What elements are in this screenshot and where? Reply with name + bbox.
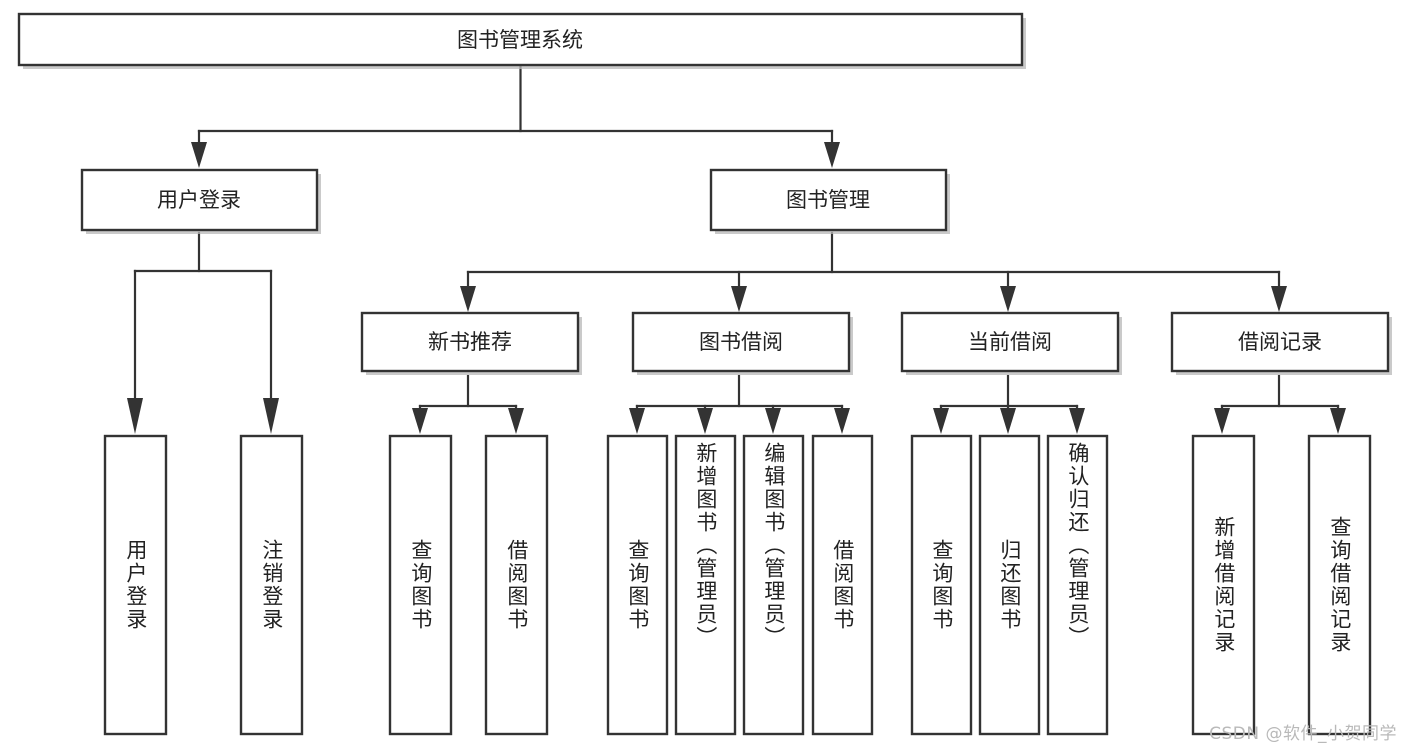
arrow-bm-to-newbook xyxy=(460,286,476,312)
arrow-bm-to-borrowrecord xyxy=(1271,286,1287,312)
node-root-rect xyxy=(17,12,1024,67)
leaf-node-book-borrow-4[interactable] xyxy=(811,434,874,736)
arrow-br-leaf-2 xyxy=(1330,408,1346,434)
node-book-manage-label: 图书管理 xyxy=(786,188,870,212)
arrow-root-to-userlogin xyxy=(191,142,207,168)
node-book-borrow-rect xyxy=(631,311,851,373)
node-root-label: 图书管理系统 xyxy=(457,28,583,52)
arrow-bm-to-bookborrow xyxy=(731,286,747,312)
node-user-login[interactable]: 用户登录 xyxy=(80,168,321,234)
node-new-book-rect xyxy=(360,311,580,373)
leaf-book-borrow-4-rect xyxy=(811,434,874,736)
leaf-new-book-2-rect xyxy=(484,434,549,736)
leaf-current-borrow-3-rect xyxy=(1046,434,1109,736)
arrow-userlogin-leaf-1 xyxy=(127,398,143,434)
node-user-login-rect xyxy=(80,168,319,232)
leaf-current-borrow-2-rect xyxy=(978,434,1041,736)
arrow-bm-to-currentborrow xyxy=(1000,286,1016,312)
leaf-user-login-1-rect xyxy=(103,434,168,736)
leaf-borrow-record-1-rect xyxy=(1191,434,1256,736)
node-book-borrow-label: 图书借阅 xyxy=(699,330,783,354)
node-current-borrow-rect xyxy=(900,311,1120,373)
arrow-cb-leaf-1 xyxy=(933,408,949,434)
node-root[interactable]: 图书管理系统 xyxy=(17,12,1026,69)
node-current-borrow-label: 当前借阅 xyxy=(968,330,1052,354)
connector-group-bookmanage xyxy=(460,231,1287,312)
leaf-node-book-borrow-3[interactable] xyxy=(742,434,805,736)
leaf-node-user-login-1[interactable] xyxy=(103,434,168,736)
arrow-bb-leaf-3 xyxy=(765,408,781,434)
node-borrow-record-rect xyxy=(1170,311,1390,373)
node-borrow-record[interactable]: 借阅记录 xyxy=(1170,311,1392,375)
arrow-nb-leaf-1 xyxy=(412,408,428,434)
leaf-node-book-borrow-2[interactable] xyxy=(674,434,737,736)
node-new-book-label: 新书推荐 xyxy=(428,330,512,354)
leaf-current-borrow-1-rect xyxy=(910,434,973,736)
leaf-node-borrow-record-2[interactable] xyxy=(1307,434,1372,736)
leaf-book-borrow-1-rect xyxy=(606,434,669,736)
csdn-watermark: CSDN @软件_小贺同学 xyxy=(1209,724,1397,744)
node-borrow-record-label: 借阅记录 xyxy=(1238,330,1322,354)
node-user-login-label: 用户登录 xyxy=(157,188,241,212)
arrow-userlogin-leaf-2 xyxy=(263,398,279,434)
node-book-borrow[interactable]: 图书借阅 xyxy=(631,311,853,375)
leaf-node-current-borrow-1[interactable] xyxy=(910,434,973,736)
node-book-manage-rect xyxy=(709,168,948,232)
connector-group-userlogin xyxy=(127,231,279,434)
leaf-node-new-book-2[interactable] xyxy=(484,434,549,736)
arrow-bb-leaf-4 xyxy=(834,408,850,434)
leaf-node-current-borrow-2[interactable] xyxy=(978,434,1041,736)
arrow-cb-leaf-3 xyxy=(1069,408,1085,434)
leaf-node-new-book-1[interactable] xyxy=(388,434,453,736)
node-current-borrow[interactable]: 当前借阅 xyxy=(900,311,1122,375)
connector-group-root xyxy=(191,64,840,168)
leaf-node-book-borrow-1[interactable] xyxy=(606,434,669,736)
leaf-node-borrow-record-1[interactable] xyxy=(1191,434,1256,736)
arrow-nb-leaf-2 xyxy=(508,408,524,434)
leaf-book-borrow-3-rect xyxy=(742,434,805,736)
leaf-new-book-1-rect xyxy=(388,434,453,736)
node-book-manage[interactable]: 图书管理 xyxy=(709,168,950,234)
arrow-bb-leaf-1 xyxy=(629,408,645,434)
arrow-bb-leaf-2 xyxy=(697,408,713,434)
leaf-node-user-login-2[interactable] xyxy=(239,434,304,736)
leaf-borrow-record-2-rect xyxy=(1307,434,1372,736)
leaf-node-current-borrow-3[interactable] xyxy=(1046,434,1109,736)
leaf-book-borrow-2-rect xyxy=(674,434,737,736)
leaf-user-login-2-rect xyxy=(239,434,304,736)
connector-group-newbook xyxy=(412,374,524,434)
arrow-br-leaf-1 xyxy=(1214,408,1230,434)
node-new-book-recommend[interactable]: 新书推荐 xyxy=(360,311,582,375)
connector-group-currentborrow xyxy=(933,374,1085,434)
connector-group-borrowrecord xyxy=(1214,374,1346,434)
arrow-cb-leaf-2 xyxy=(1000,408,1016,434)
connector-group-bookborrow xyxy=(629,374,850,434)
arrow-root-to-bookmanage xyxy=(824,142,840,168)
